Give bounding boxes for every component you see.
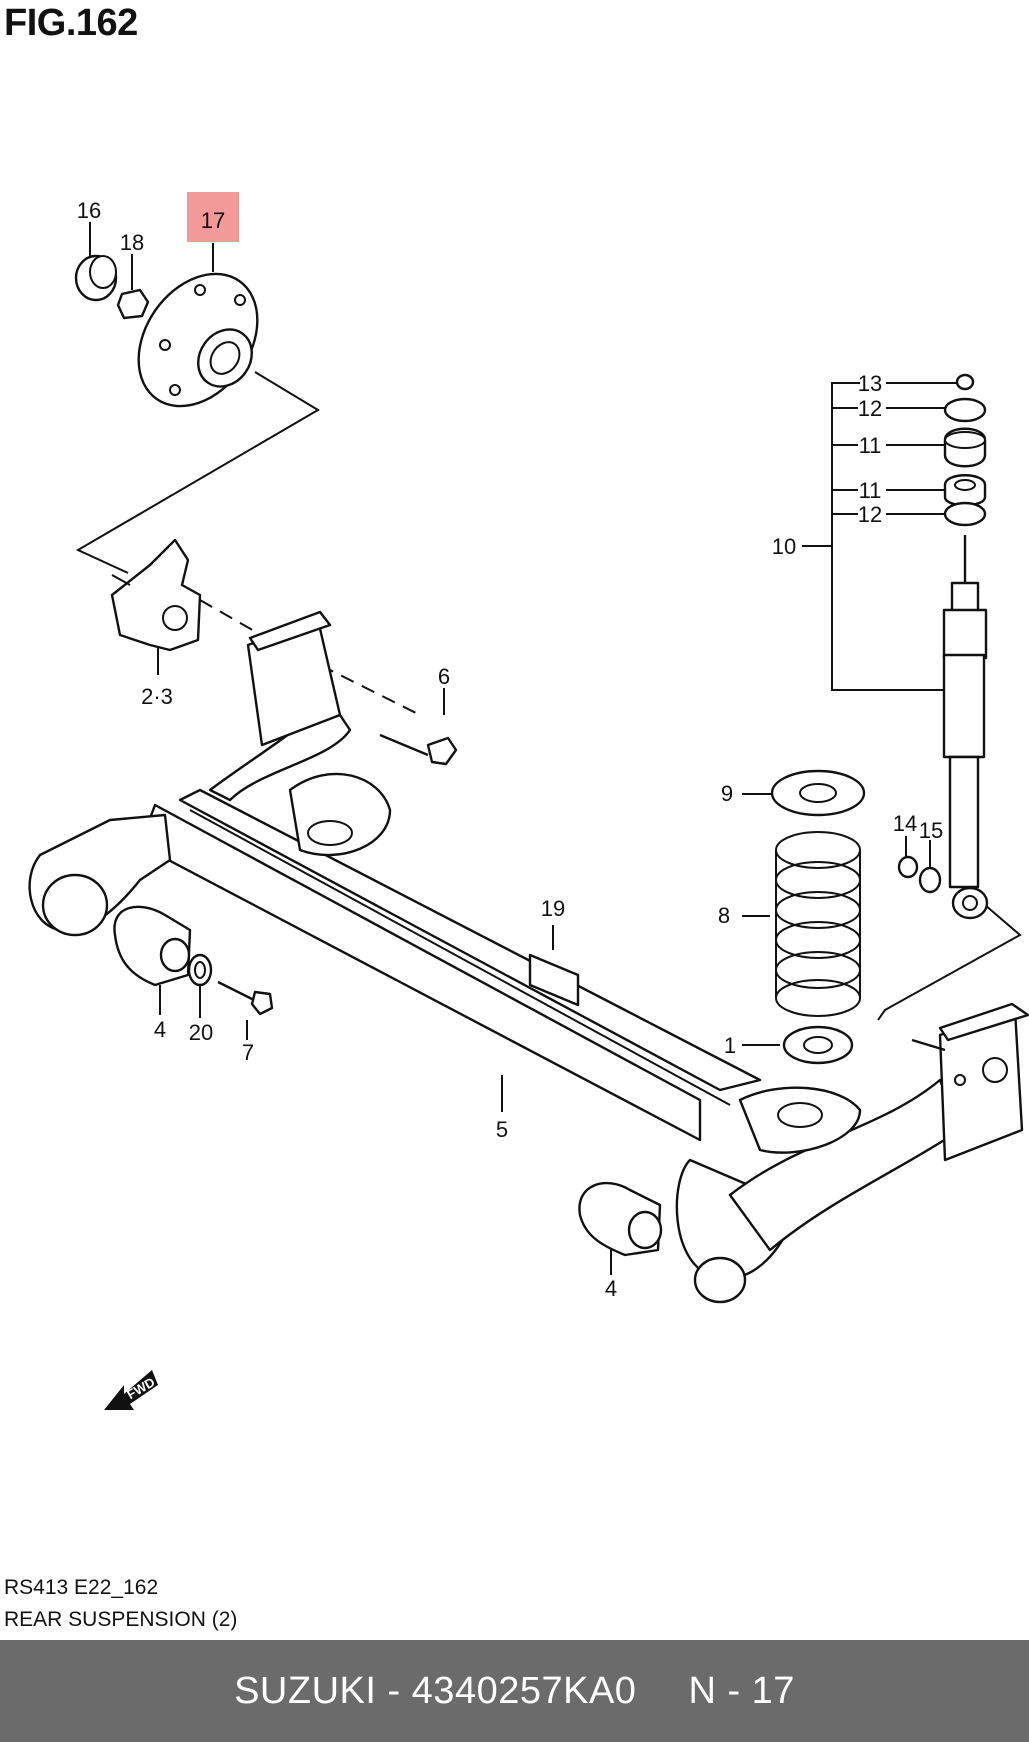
washer-12-upper [943, 397, 987, 423]
callout-4-left[interactable]: 4 [154, 1017, 166, 1042]
nut-14 [897, 855, 919, 879]
callout-9[interactable]: 9 [721, 781, 733, 806]
washer-12-lower [943, 501, 987, 527]
callout-15[interactable]: 15 [919, 818, 943, 843]
callout-16[interactable]: 16 [77, 198, 101, 223]
washer-20 [187, 953, 213, 987]
axle-beam [28, 610, 1029, 1304]
washer-15 [918, 866, 942, 894]
coil-spring-8 [775, 831, 861, 1017]
spring-seat-9 [770, 769, 866, 817]
mount-11-upper [943, 427, 987, 468]
shock-nut-13 [955, 373, 975, 391]
callout-8[interactable]: 8 [718, 903, 730, 928]
label-19 [528, 953, 580, 1007]
leader-lines [75, 222, 1022, 1275]
hub-cap-16 [74, 254, 118, 302]
footer-bar: SUZUKI - 4340257KA0 N - 17 [0, 1640, 1029, 1742]
hub-nut-18 [116, 288, 150, 320]
callout-18[interactable]: 18 [120, 230, 144, 255]
bushing-4-left [113, 905, 192, 987]
spring-seat-1 [782, 1025, 854, 1065]
callout-7[interactable]: 7 [242, 1040, 254, 1065]
callout-14[interactable]: 14 [893, 811, 917, 836]
wheel-hub-17 [137, 272, 259, 408]
callout-19[interactable]: 19 [541, 896, 565, 921]
shock-absorber-10 [942, 535, 989, 920]
callout-11-lower[interactable]: 11 [859, 478, 882, 503]
bolt-7 [217, 980, 274, 1016]
callout-2-3[interactable]: 2·3 [141, 684, 173, 709]
callout-6[interactable]: 6 [438, 664, 450, 689]
figure-title: FIG.162 [4, 2, 138, 44]
callout-4-right[interactable]: 4 [605, 1276, 617, 1301]
diagram-code: RS413 E22_162 [4, 1576, 159, 1599]
shock-bolt-right [911, 1038, 946, 1052]
bushing-4-right [578, 1181, 663, 1257]
callout-17[interactable]: 17 [201, 208, 225, 233]
callout-12-lower[interactable]: 12 [858, 502, 882, 527]
knuckle-23 [110, 538, 202, 652]
footer-part-number: SUZUKI - 4340257KA0 [234, 1669, 637, 1712]
bolt-6 [379, 733, 458, 766]
callout-17-highlight [187, 192, 239, 242]
callout-20[interactable]: 20 [189, 1020, 213, 1045]
diagram-name: REAR SUSPENSION (2) [4, 1608, 238, 1631]
callouts: 16 17 18 13 12 11 11 12 10 6 2·3 9 14 15… [77, 198, 943, 1301]
fwd-arrow-icon: FWD [104, 1370, 158, 1410]
callout-13[interactable]: 13 [858, 371, 882, 396]
rear-suspension-diagram: FWD 16 17 18 13 12 11 11 12 10 6 2·3 9 1… [28, 192, 1029, 1410]
mount-11-lower [943, 474, 987, 507]
callout-5[interactable]: 5 [496, 1117, 508, 1142]
callout-10[interactable]: 10 [772, 534, 796, 559]
callout-1[interactable]: 1 [724, 1033, 736, 1058]
callout-12-upper[interactable]: 12 [858, 396, 882, 421]
footer-page-ref: N - 17 [688, 1669, 795, 1712]
callout-11-upper[interactable]: 11 [859, 433, 882, 458]
